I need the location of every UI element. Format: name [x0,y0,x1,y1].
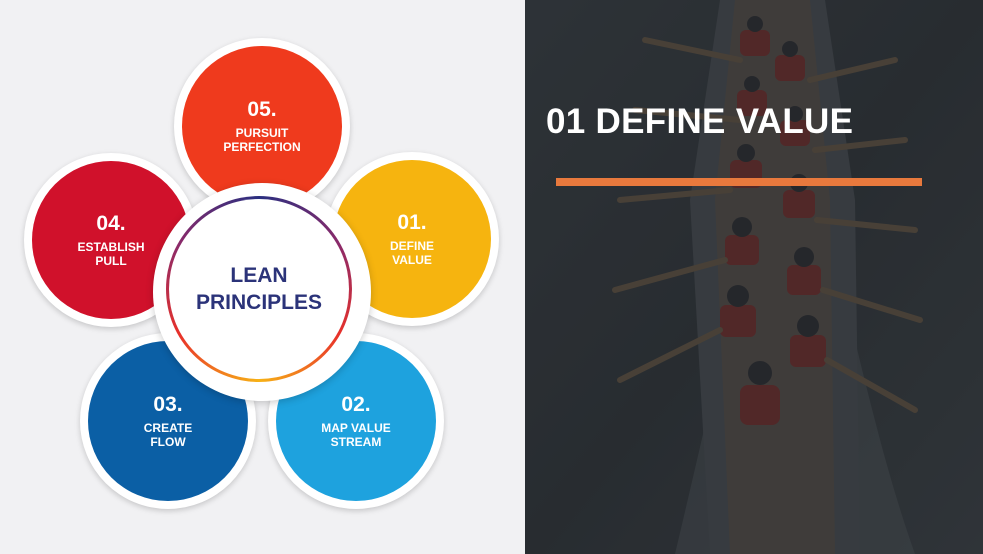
petal-label: PURSUIT PERFECTION [223,126,301,154]
gradient-ring: LEAN PRINCIPLES [166,196,352,382]
petal-label: MAP VALUE STREAM [321,421,391,449]
petal-label: CREATE FLOW [143,421,193,449]
slide-title: 01 DEFINE VALUE [546,102,854,141]
petal-map-value-stream: 02. MAP VALUE STREAM [268,333,444,509]
center-label: LEAN PRINCIPLES [195,264,323,314]
petal-label: DEFINE VALUE [389,239,434,267]
petal-number: 02. [341,393,371,416]
petal-pursuit-perfection: 05. PURSUIT PERFECTION [174,38,350,214]
lean-principles-diagram: 05. PURSUIT PERFECTION 04. ESTABLISH PUL… [24,38,499,509]
petal-number: 01. [397,211,427,234]
petal-label: ESTABLISH PULL [77,240,145,268]
petal-number: 03. [153,393,183,416]
petal-create-flow: 03. CREATE FLOW [80,333,256,509]
slide-photo-panel: 01 DEFINE VALUE [525,0,983,554]
petal-number: 04. [96,212,126,235]
rowing-boat-photo [525,0,983,554]
petal-number: 05. [247,98,277,121]
title-underline [556,178,922,186]
center-circle: LEAN PRINCIPLES [153,183,371,401]
